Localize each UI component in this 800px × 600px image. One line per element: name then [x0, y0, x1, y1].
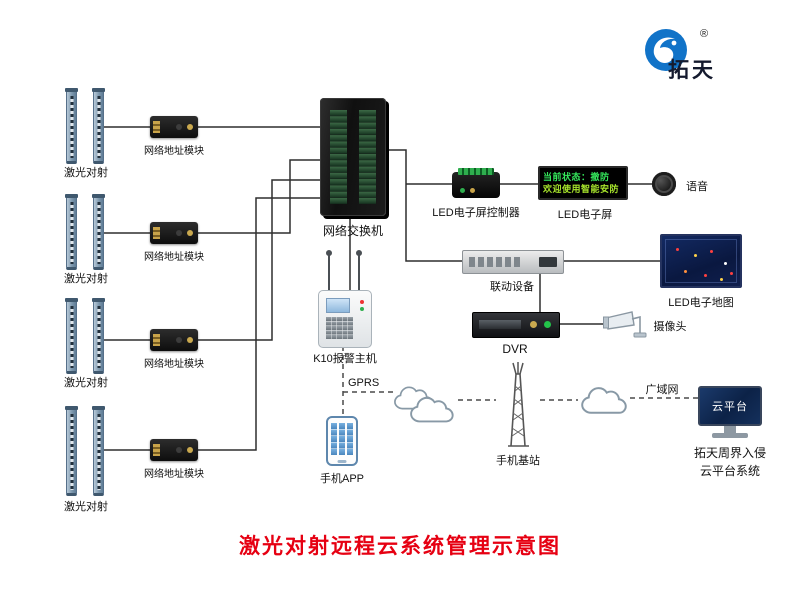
camera-icon — [603, 311, 647, 338]
platform-caption-line2: 云平台系统 — [699, 464, 760, 478]
network-module-icon — [150, 222, 198, 244]
cloud-icon — [394, 386, 454, 423]
base-station-label: 手机基站 — [496, 455, 540, 467]
laser-tower-icon — [65, 298, 78, 374]
diagram-title: 激光对射远程云系统管理示意图 — [239, 535, 561, 558]
switch-label: 网络交换机 — [322, 224, 383, 238]
network-module-icon — [150, 439, 198, 461]
module-label: 网络地址模块 — [144, 469, 204, 480]
phone-icon — [326, 416, 358, 466]
led-controller-label: LED电子屏控制器 — [432, 207, 520, 219]
led-screen-line2: 欢迎使用智能安防 — [543, 184, 620, 194]
led-controller-icon — [452, 168, 500, 198]
antenna-icon — [326, 250, 332, 290]
laser-tower-icon — [92, 298, 105, 374]
antenna-icon — [356, 250, 362, 290]
base-station-icon — [508, 362, 529, 447]
registered-mark: ® — [700, 28, 709, 40]
cloud-platform-monitor: 云平台 — [698, 386, 762, 426]
alarm-host-icon — [318, 290, 372, 348]
cloud-icon — [581, 387, 627, 414]
module-label: 网络地址模块 — [144, 146, 204, 157]
laser-tower-icon — [92, 194, 105, 270]
laser-tower-icon — [65, 406, 78, 496]
switch-ports — [330, 110, 376, 204]
dvr-label: DVR — [502, 342, 528, 356]
monitor-base — [712, 433, 748, 438]
led-map-icon — [660, 234, 742, 288]
alarm-host-led — [360, 300, 364, 304]
laser-tower-icon — [65, 88, 78, 164]
brand-logo-icon — [645, 29, 687, 71]
dvr-icon — [472, 312, 560, 338]
network-module-icon — [150, 116, 198, 138]
laser-towers-icon — [65, 194, 105, 270]
camera-label: 摄像头 — [653, 321, 687, 333]
wan-label: 广域网 — [645, 384, 679, 396]
phone-app-label: 手机APP — [319, 473, 364, 485]
linkage-device-icon — [462, 250, 564, 274]
network-switch-icon — [320, 98, 386, 216]
linkage-label: 联动设备 — [490, 281, 534, 293]
gprs-label: GPRS — [348, 377, 380, 389]
laser-towers-icon — [65, 298, 105, 374]
laser-tower-icon — [92, 406, 105, 496]
cloud-platform-screen-text: 云平台 — [712, 401, 748, 413]
led-map-label: LED电子地图 — [668, 297, 734, 309]
monitor-stand — [724, 426, 736, 433]
led-screen-label: LED电子屏 — [557, 209, 613, 221]
alarm-host-keypad — [326, 317, 353, 339]
laser-label: 激光对射 — [64, 167, 108, 179]
k10-label: K10报警主机 — [313, 353, 377, 365]
laser-towers-icon — [65, 406, 105, 496]
network-module-icon — [150, 329, 198, 351]
laser-label: 激光对射 — [64, 273, 108, 285]
laser-towers-icon — [65, 88, 105, 164]
alarm-host-screen — [326, 298, 350, 313]
speaker-icon — [652, 172, 676, 196]
led-screen-line1: 当前状态：撤防 — [543, 172, 610, 182]
brand-name: 拓天 — [668, 59, 716, 82]
led-screen: 当前状态：撤防 欢迎使用智能安防 — [538, 166, 628, 200]
laser-tower-icon — [92, 88, 105, 164]
platform-caption-line1: 拓天周界入侵 — [693, 446, 766, 460]
laser-label: 激光对射 — [64, 377, 108, 389]
laser-label: 激光对射 — [64, 501, 108, 513]
module-label: 网络地址模块 — [144, 359, 204, 370]
module-label: 网络地址模块 — [144, 252, 204, 263]
voice-label: 语音 — [686, 181, 708, 193]
laser-tower-icon — [65, 194, 78, 270]
